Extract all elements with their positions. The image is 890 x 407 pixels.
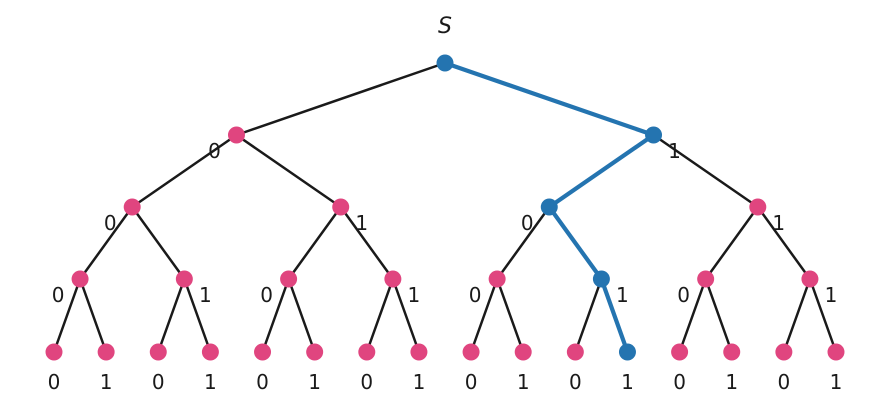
branch-label: 1 — [355, 211, 368, 235]
tree-edge — [599, 276, 630, 355]
leaf-node — [618, 343, 636, 361]
leaf-label: 1 — [204, 370, 217, 394]
leaf-label: 0 — [48, 370, 61, 394]
tree-edge — [678, 277, 707, 354]
leaf-node — [514, 343, 532, 361]
tree-edges — [52, 60, 838, 355]
tree-edge — [339, 205, 395, 281]
tree-node — [280, 270, 298, 288]
tree-edge — [52, 277, 82, 354]
branch-label: 1 — [199, 283, 212, 307]
tree-edge — [442, 60, 656, 138]
leaf-node — [149, 343, 167, 361]
leaf-label: 1 — [517, 370, 530, 394]
leaf-node — [201, 343, 219, 361]
tree-edge — [391, 277, 421, 354]
leaf-label: 0 — [777, 370, 790, 394]
tree-edge — [261, 277, 290, 354]
branch-label: 0 — [104, 211, 117, 235]
tree-node — [332, 198, 350, 216]
tree-node — [592, 270, 610, 288]
leaf-label: 0 — [465, 370, 478, 394]
leaf-label: 0 — [673, 370, 686, 394]
tree-edge — [78, 205, 134, 281]
tree-edge — [287, 205, 342, 281]
leaf-node — [827, 343, 845, 361]
tree-nodes — [45, 54, 845, 361]
branch-label: 0 — [521, 211, 534, 235]
leaf-node — [358, 343, 376, 361]
branch-label: 1 — [616, 283, 629, 307]
leaf-node — [723, 343, 741, 361]
branch-label: 1 — [407, 283, 420, 307]
tree-node — [540, 198, 558, 216]
tree-edge — [365, 277, 395, 354]
tree-edge — [235, 133, 342, 209]
tree-node — [123, 198, 141, 216]
tree-edge — [287, 277, 316, 354]
tree-edge — [547, 204, 604, 282]
leaf-label: 1 — [413, 370, 426, 394]
tree-edge — [547, 132, 656, 210]
tree-node — [645, 126, 663, 144]
tree-edge — [130, 205, 186, 281]
tree-node — [227, 126, 245, 144]
tree-edge — [756, 205, 812, 281]
tree-node — [175, 270, 193, 288]
tree-edge — [808, 277, 838, 354]
tree-edge — [235, 61, 447, 137]
branch-label: 0 — [469, 283, 482, 307]
branch-label: 1 — [825, 283, 838, 307]
tree-edge — [574, 277, 603, 354]
tree-edge — [495, 205, 551, 281]
leaf-label: 0 — [256, 370, 269, 394]
tree-edge — [652, 133, 760, 209]
leaf-node — [97, 343, 115, 361]
leaf-label: 1 — [308, 370, 321, 394]
leaf-label: 0 — [152, 370, 165, 394]
leaf-label: 0 — [569, 370, 582, 394]
leaf-node — [45, 343, 63, 361]
leaf-label: 1 — [100, 370, 113, 394]
tree-edge — [782, 277, 812, 354]
tree-node — [697, 270, 715, 288]
branch-label: 1 — [668, 139, 681, 163]
tree-edge — [78, 277, 108, 354]
tree-node — [749, 198, 767, 216]
root-label: S — [438, 14, 452, 39]
leaf-label: 1 — [725, 370, 738, 394]
tree-node — [384, 270, 402, 288]
tree-edge — [183, 277, 212, 354]
leaf-label: 1 — [830, 370, 843, 394]
tree-edge — [704, 205, 760, 281]
root-node — [436, 54, 454, 72]
branch-label: 0 — [52, 283, 65, 307]
tree-edge — [130, 133, 238, 209]
tree-node — [801, 270, 819, 288]
tree-node — [488, 270, 506, 288]
tree-node — [71, 270, 89, 288]
branch-label: 1 — [772, 211, 785, 235]
leaf-node — [410, 343, 428, 361]
leaf-label: 0 — [360, 370, 373, 394]
tree-edge — [704, 277, 733, 354]
tree-edge — [157, 277, 186, 354]
tree-edge — [495, 277, 525, 354]
branch-label: 0 — [208, 139, 221, 163]
tree-edge — [469, 277, 499, 354]
branch-labels: 0 1 0 1 0 1 0 1 0 1 0 1 0 1 0 1 0 1 0 1 0 1 0 1 0 1 0 1 0 1 — [48, 139, 843, 394]
leaf-node — [671, 343, 689, 361]
leaf-node — [462, 343, 480, 361]
leaf-node — [775, 343, 793, 361]
branch-label: 0 — [260, 283, 273, 307]
leaf-node — [254, 343, 272, 361]
branch-label: 0 — [677, 283, 690, 307]
leaf-label: 1 — [621, 370, 634, 394]
leaf-node — [306, 343, 324, 361]
leaf-node — [566, 343, 584, 361]
